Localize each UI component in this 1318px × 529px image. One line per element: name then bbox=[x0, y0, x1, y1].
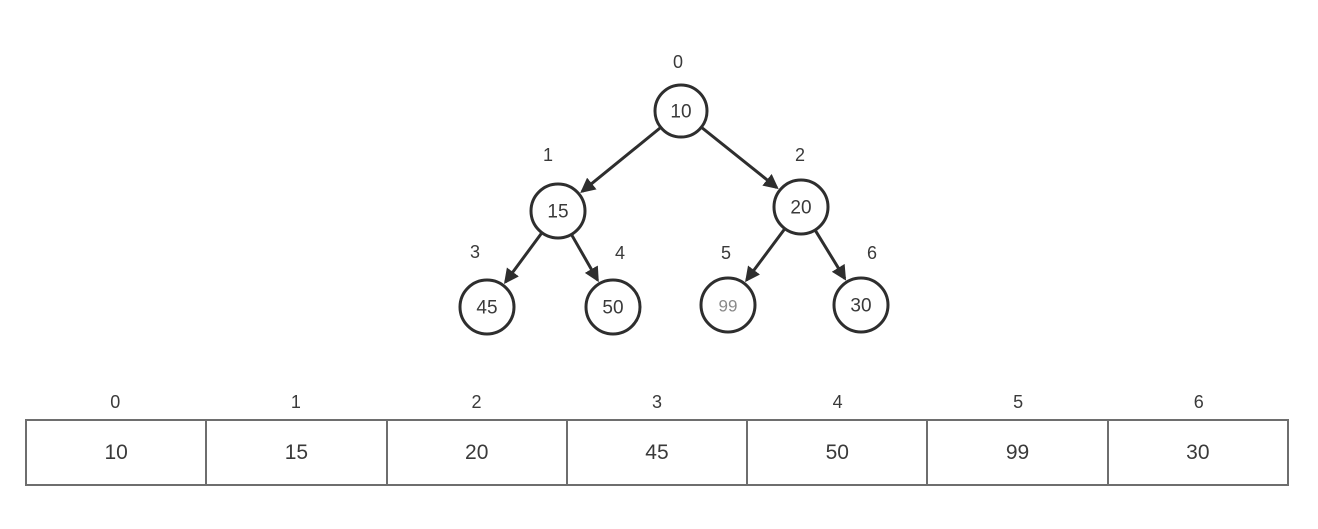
tree-index-label-5: 5 bbox=[721, 243, 731, 263]
node-circle-6 bbox=[832, 276, 890, 334]
tree-edge-1-to-3 bbox=[504, 231, 544, 285]
tree-node-5[interactable]: 99 bbox=[699, 276, 757, 334]
tree-index-label-1: 1 bbox=[543, 145, 553, 165]
array-index-label-6: 6 bbox=[1193, 392, 1204, 412]
node-circle-3 bbox=[458, 278, 516, 336]
tree-index-labels: 0 1 2 3 4 5 6 bbox=[470, 52, 877, 263]
array-index-label-1: 1 bbox=[290, 392, 301, 412]
node-value-0: 10 bbox=[670, 102, 691, 123]
node-value-5: 99 bbox=[719, 297, 738, 316]
array-cell-3[interactable]: 45 bbox=[568, 421, 749, 484]
tree-index-label-4: 4 bbox=[615, 243, 625, 263]
node-value-2: 20 bbox=[790, 198, 811, 219]
tree-edge-2-to-5 bbox=[745, 226, 787, 283]
array-index-label-3: 3 bbox=[652, 392, 663, 412]
tree-edge-0-to-2 bbox=[699, 125, 779, 190]
node-circle-4 bbox=[584, 278, 642, 336]
tree-node-6[interactable]: 30 bbox=[832, 276, 890, 334]
array-index-label-5: 5 bbox=[1013, 392, 1024, 412]
node-value-4: 50 bbox=[602, 298, 623, 319]
node-circle-5 bbox=[699, 276, 757, 334]
array-cell-2[interactable]: 20 bbox=[388, 421, 568, 484]
node-circle-1 bbox=[529, 182, 587, 240]
tree-index-label-6: 6 bbox=[867, 243, 877, 263]
array-cell-0[interactable]: 10 bbox=[27, 421, 208, 484]
array-cell-5[interactable]: 99 bbox=[928, 421, 1109, 484]
tree-index-label-0: 0 bbox=[673, 52, 683, 72]
tree-node-3[interactable]: 45 bbox=[458, 278, 516, 336]
node-value-3: 45 bbox=[476, 298, 497, 319]
array-cell-6[interactable]: 30 bbox=[1186, 440, 1210, 464]
array-cell-4[interactable]: 50 bbox=[748, 421, 929, 484]
tree-edge-0-to-1 bbox=[580, 125, 663, 193]
node-circle-0 bbox=[653, 83, 709, 139]
tree-node-0[interactable]: 10 bbox=[653, 83, 709, 139]
node-value-1: 15 bbox=[547, 202, 568, 223]
tree-node-4[interactable]: 50 bbox=[584, 278, 642, 336]
tree-edge-2-to-6 bbox=[813, 228, 847, 281]
node-value-6: 30 bbox=[850, 296, 871, 317]
tree-node-2[interactable]: 20 bbox=[772, 178, 830, 236]
tree-edge-1-to-4 bbox=[569, 232, 599, 283]
tree-index-label-2: 2 bbox=[795, 145, 805, 165]
array-index-row: 0 1 2 3 4 5 6 bbox=[25, 385, 1289, 419]
array-index-label-2: 2 bbox=[471, 392, 482, 412]
array-index-label-4: 4 bbox=[832, 392, 843, 412]
tree-node-1[interactable]: 15 bbox=[529, 182, 587, 240]
array-index-label-0: 0 bbox=[110, 392, 121, 412]
node-circle-2 bbox=[772, 178, 830, 236]
tree-edges bbox=[504, 125, 847, 285]
array-cell-1[interactable]: 15 bbox=[207, 421, 388, 484]
tree-index-label-3: 3 bbox=[470, 242, 480, 262]
